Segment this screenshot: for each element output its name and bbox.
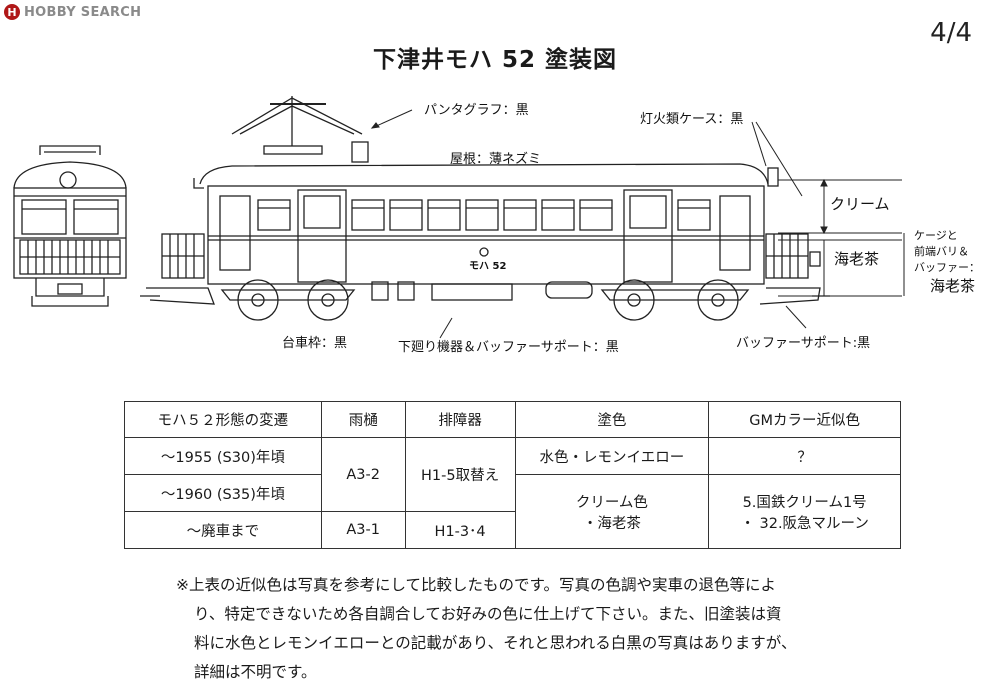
guard-cell: H1-5取替え: [404, 437, 516, 512]
table-header-row: モハ５２形態の変遷 雨樋 排障器 塗色 GMカラー近似色: [124, 401, 901, 438]
label-underfloor: 下廻り機器＆バッファーサポート：黒: [398, 340, 619, 355]
period-cell: ～廃車まで: [124, 511, 322, 549]
footnote-line: ※上表の近似色は写真を参考にして比較したものです。写真の色調や実車の退色等によ: [176, 576, 776, 594]
car-number: モハ 52: [469, 261, 507, 272]
footnote-line: 詳細は不明です。: [194, 663, 317, 681]
period-cell: ～1955 (S30)年頃: [124, 437, 322, 475]
label-pantograph: パンタグラフ：黒: [424, 103, 529, 118]
footnote: ※上表の近似色は写真を参考にして比較したものです。写真の色調や実車の退色等によ …: [176, 571, 876, 687]
label-buffer-support: バッファーサポート:黒: [736, 336, 871, 351]
label-gauge-line2: 前端バリ＆: [914, 245, 969, 258]
gm-color-cell: ？: [708, 437, 901, 475]
page-title: 下津井モハ 52 塗装図: [372, 47, 618, 73]
label-cream: クリーム: [830, 195, 890, 213]
paint-color-line1: クリーム色: [575, 494, 648, 511]
gm-color-cell: 5.国鉄クリーム1号 ・ 32.阪急マルーン: [708, 474, 901, 549]
paint-variants-table: モハ５２形態の変遷 雨樋 排障器 塗色 GMカラー近似色 ～1955 (S30)…: [124, 401, 901, 549]
header-obstacle-guard: 排障器: [404, 401, 516, 438]
table-row: ～1960 (S35)年頃 クリーム色 ・海老茶 5.国鉄クリーム1号 ・ 32…: [124, 474, 901, 549]
header-variant: モハ５２形態の変遷: [124, 401, 322, 438]
leader-lines: [370, 109, 905, 339]
label-roof: 屋根：薄ネズミ: [450, 152, 542, 167]
paint-color-cell: クリーム色 ・海老茶: [514, 474, 710, 549]
label-gauge-maroon: 海老茶: [930, 277, 976, 295]
label-gauge-line1: ケージと: [914, 229, 958, 242]
guard-cell: H1-3･4: [404, 511, 516, 549]
header-paint-color: 塗色: [514, 401, 710, 438]
header-gm-color: GMカラー近似色: [708, 401, 901, 438]
label-lamp-case: 灯火類ケース：黒: [640, 112, 744, 127]
label-maroon: 海老茶: [834, 250, 880, 268]
front-view-drawing: [13, 145, 127, 307]
footnote-line: り、特定できないため各自調合してお好みの色に仕上げて下さい。また、旧塗装は資: [194, 605, 782, 623]
hobby-search-logo: H HOBBY SEARCH: [4, 4, 141, 20]
header-gutter: 雨樋: [320, 401, 406, 438]
page-number: 4/4: [930, 18, 972, 48]
paint-color-cell: 水色・レモンイエロー: [514, 437, 710, 475]
paint-color-line2: ・海老茶: [582, 515, 641, 532]
table-row: ～1955 (S30)年頃 A3-2 H1-5取替え 水色・レモンイエロー ？: [124, 437, 901, 512]
logo-icon: H: [4, 4, 20, 20]
gm-color-line2: ・ 32.阪急マルーン: [740, 515, 869, 532]
gutter-cell: A3-1: [320, 511, 406, 549]
footnote-line: 料に水色とレモンイエローとの記載があり、それと思われる白黒の写真はありますが、: [194, 634, 797, 652]
gutter-cell: A3-2: [320, 437, 406, 512]
side-view-drawing: [140, 96, 830, 321]
label-bogie: 台車枠：黒: [282, 336, 348, 351]
logo-text: HOBBY SEARCH: [24, 4, 142, 20]
table-row: ～廃車まで A3-1 H1-3･4: [124, 511, 901, 549]
gm-color-line1: 5.国鉄クリーム1号: [742, 494, 867, 511]
tram-painting-diagram: [13, 96, 905, 339]
label-gauge-line3: バッファー：: [914, 261, 980, 274]
period-cell: ～1960 (S35)年頃: [124, 474, 322, 512]
